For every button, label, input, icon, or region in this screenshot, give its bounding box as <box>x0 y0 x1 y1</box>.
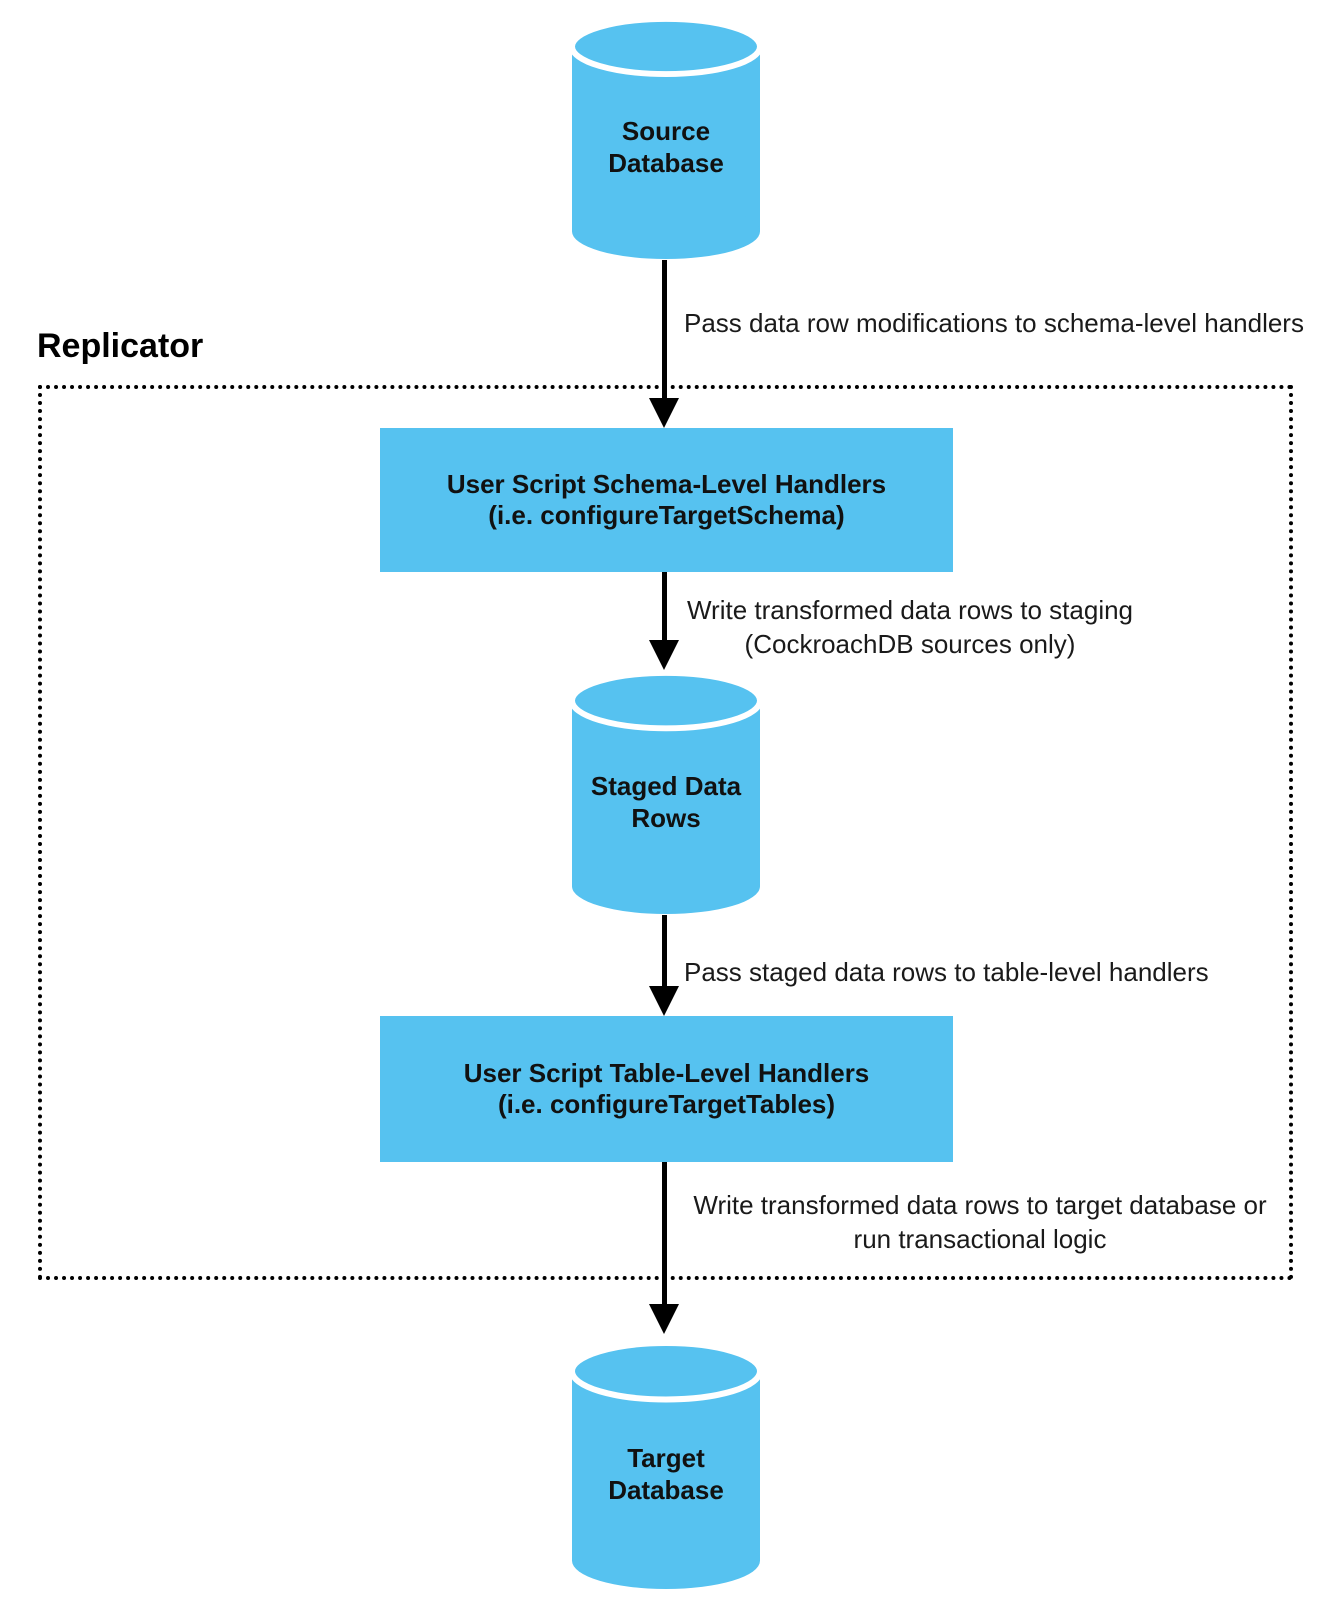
node-source-database: Source Database <box>570 16 762 260</box>
arrow-table-to-target <box>649 1162 679 1334</box>
node-table-level-handlers: User Script Table-Level Handlers (i.e. c… <box>380 1016 953 1162</box>
node-schema-level-handlers: User Script Schema-Level Handlers (i.e. … <box>380 428 953 572</box>
arrowhead-down-icon <box>649 640 679 670</box>
arrow-staged-to-table <box>649 915 679 1016</box>
node-label: Source Database <box>608 116 724 178</box>
edge-label-schema-to-staged: Write transformed data rows to staging (… <box>686 595 1134 659</box>
node-staged-data-rows: Staged Data Rows <box>570 670 762 915</box>
arrow-source-to-schema <box>649 260 679 428</box>
node-label: User Script Table-Level Handlers (i.e. c… <box>463 1058 870 1119</box>
arrowhead-down-icon <box>649 398 679 428</box>
node-label: User Script Schema-Level Handlers (i.e. … <box>446 469 887 530</box>
node-target-database: Target Database <box>570 1340 762 1590</box>
arrow-schema-to-staged <box>649 572 679 670</box>
database-cylinder-icon <box>570 670 762 915</box>
arrow-line <box>661 915 667 986</box>
database-cylinder-icon <box>570 1340 762 1589</box>
edge-label-table-to-target: Write transformed data rows to target da… <box>693 1190 1267 1254</box>
node-label: Staged Data Rows <box>590 770 742 833</box>
arrowhead-down-icon <box>649 1304 679 1334</box>
replicator-title: Replicator <box>37 327 204 365</box>
edge-label-source-to-schema: Pass data row modifications to schema-le… <box>684 308 1304 338</box>
arrow-line <box>661 1162 667 1304</box>
database-cylinder-icon <box>570 16 762 260</box>
arrow-line <box>661 260 667 398</box>
node-label: Target Database <box>608 1443 724 1505</box>
edge-label-staged-to-table: Pass staged data rows to table-level han… <box>684 957 1209 987</box>
arrow-line <box>661 572 667 640</box>
arrowhead-down-icon <box>649 986 679 1016</box>
